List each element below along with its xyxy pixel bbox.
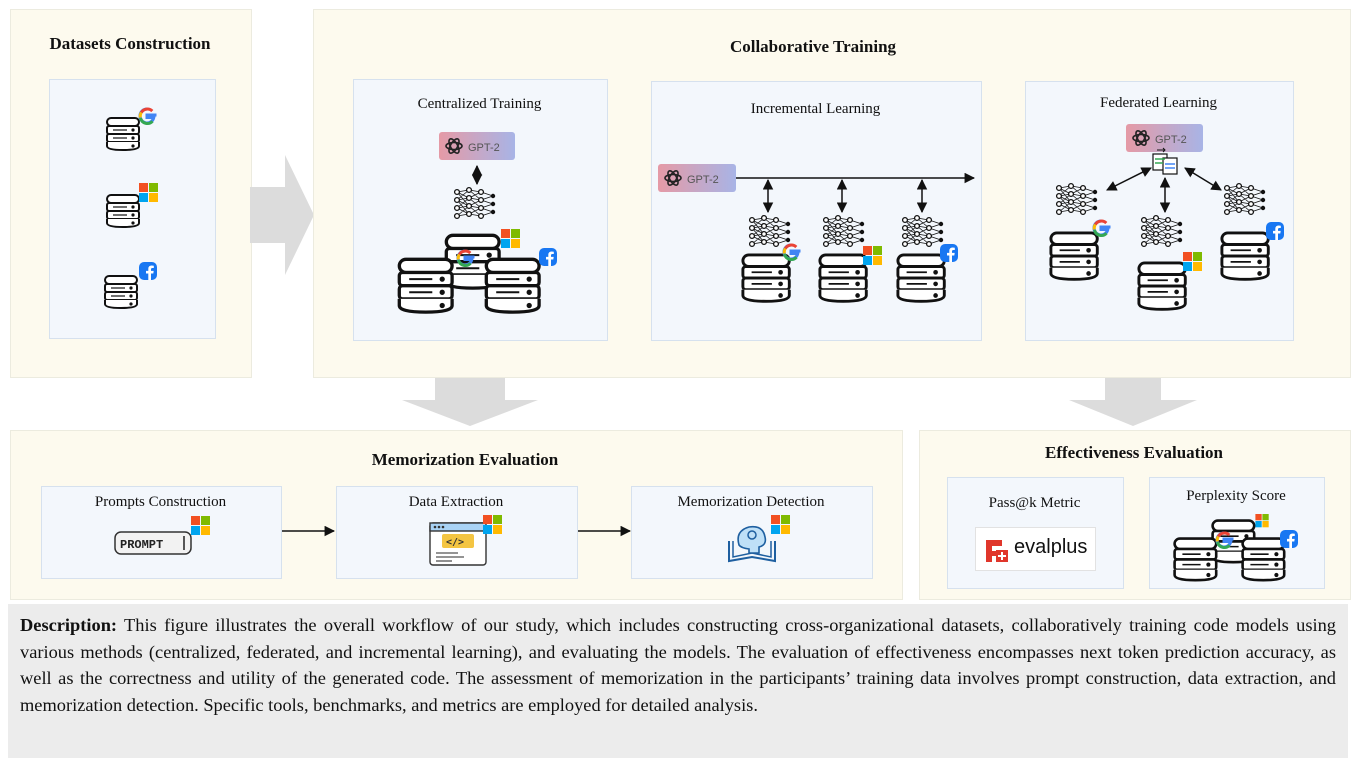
evalplus-text: evalplus: [1014, 536, 1088, 558]
datasets-construction-title: Datasets Construction: [49, 34, 211, 53]
flow-arrow-2: [578, 525, 632, 537]
gpt2-label: GPT-2: [468, 142, 500, 154]
down-arrow-right: [1069, 378, 1197, 426]
facebook-dataset-icon: [104, 262, 157, 309]
incremental-diagram: GPT-2: [658, 164, 976, 303]
collaborative-training-title: Collaborative Training: [729, 37, 897, 56]
memorization-detection-title: Memorization Detection: [677, 494, 825, 510]
centralized-training-title: Centralized Training: [417, 96, 542, 112]
description-box: Description: This figure illustrates the…: [8, 604, 1348, 758]
google-dataset-icon: [106, 107, 158, 151]
down-arrow-left: [402, 378, 538, 426]
passk-metric-title: Pass@k Metric: [988, 495, 1081, 511]
prompts-construction-title: Prompts Construction: [94, 494, 227, 510]
big-right-arrow: [250, 155, 314, 275]
svg-text:</>: </>: [446, 537, 464, 548]
description-label: Description:: [20, 615, 118, 635]
brain-book-icon: [728, 515, 790, 563]
description-text: This figure illustrates the overall work…: [20, 615, 1337, 715]
perplexity-datasets-icon: [1173, 514, 1298, 582]
flow-arrow-1: [282, 525, 336, 537]
memorization-evaluation-title: Memorization Evaluation: [371, 450, 559, 469]
svg-text:GPT-2: GPT-2: [1155, 134, 1187, 146]
prompt-label: PROMPT: [120, 538, 163, 552]
aggregation-icon: [1152, 147, 1178, 175]
data-extraction-title: Data Extraction: [408, 494, 504, 510]
incremental-learning-title: Incremental Learning: [750, 101, 881, 117]
federated-diagram: GPT-2: [1049, 124, 1284, 311]
code-window-icon: </>: [429, 515, 502, 566]
prompt-icon: PROMPT: [114, 516, 210, 555]
centralized-diagram: GPT-2: [397, 132, 557, 314]
evalplus-logo: evalplus: [975, 527, 1096, 571]
svg-text:GPT-2: GPT-2: [687, 174, 719, 186]
perplexity-score-title: Perplexity Score: [1186, 488, 1286, 504]
effectiveness-evaluation-title: Effectiveness Evaluation: [1044, 443, 1224, 462]
federated-learning-title: Federated Learning: [1099, 95, 1218, 111]
microsoft-dataset-icon: [106, 183, 158, 228]
